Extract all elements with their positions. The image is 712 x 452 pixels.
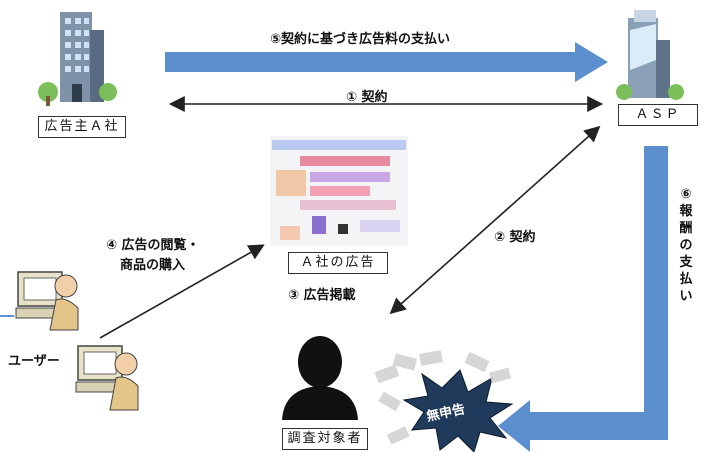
subject-label: 調査対象者 (282, 428, 368, 450)
browse-arrow (99, 244, 265, 339)
unreported-badge (374, 350, 514, 452)
asp-label: ＡＳＰ (618, 104, 698, 126)
user-computer-icon-top (15, 271, 79, 331)
user-computer-icon-bottom (75, 345, 139, 411)
ad-placement-label: ③ 広告掲載 (288, 288, 356, 303)
contract-1-label: ① 契約 (346, 90, 388, 105)
contract-2-label: ② 契約 (494, 230, 536, 245)
user-label: ユーザー (8, 354, 60, 369)
payment-arrow (165, 42, 608, 82)
ad-label: Ａ社の広告 (288, 252, 388, 274)
person-silhouette-icon (282, 336, 358, 420)
payment-label: ⑤契約に基づき広告料の支払い (270, 32, 451, 47)
contract-arrow-2 (389, 125, 601, 315)
browse-label-line2: 商品の購入 (120, 258, 186, 273)
ad-image (270, 136, 408, 246)
building-icon-asp (616, 10, 684, 100)
advertiser-label: 広告主Ａ社 (38, 116, 126, 138)
reward-arrow (498, 146, 668, 452)
building-icon-advertiser (38, 12, 117, 106)
reward-label: ⑥ 報 酬 の 支 払 い (679, 187, 693, 304)
browse-label-line1: ④ 広告の閲覧・ (106, 238, 200, 253)
